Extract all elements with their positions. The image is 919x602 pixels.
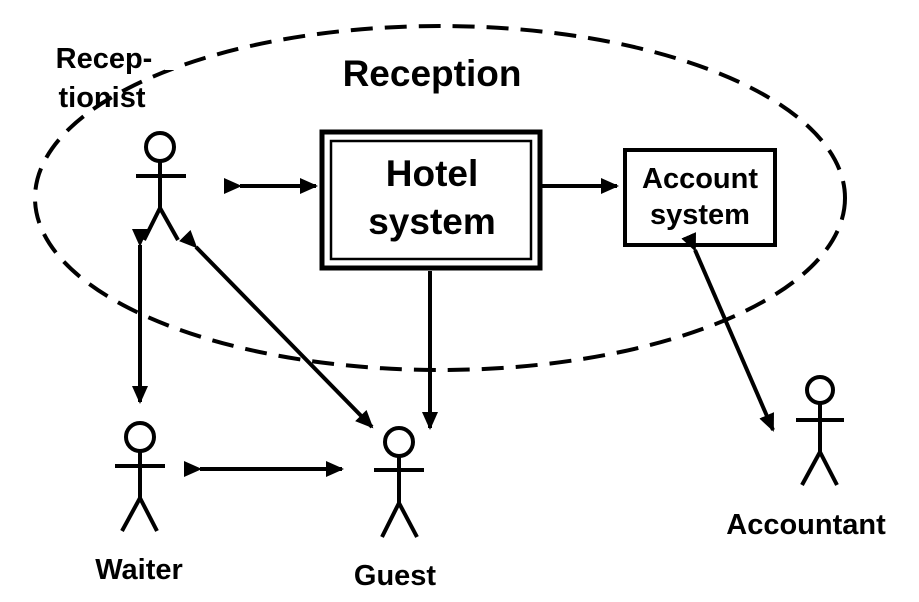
actor-guest [374,426,424,538]
guest-label: Guest [354,560,437,592]
arrow-account-accountant [681,232,775,432]
actor-accountant [796,375,844,486]
hotel-system-line1: Hotel [386,153,479,194]
reception-boundary [33,24,847,372]
hotel-system-line2: system [368,201,496,242]
guest-head [383,426,415,458]
actor-waiter [115,421,165,532]
accountant-head [805,375,835,405]
waiter-label: Waiter [95,554,183,586]
boundary-label: Reception [343,53,522,94]
receptionist-label-line2: tionist [59,82,146,114]
account-system-line1: Account [642,163,758,195]
receptionist-head [144,131,176,163]
account-system-line2: system [650,199,750,231]
account-system-box [623,148,777,247]
arrow-receptionist-guest [179,229,374,429]
receptionist-label-line1: Recep- [56,43,153,75]
accountant-label: Accountant [726,509,886,541]
hotel-system-box [319,129,543,271]
waiter-head [124,421,156,453]
boundary-gap [165,40,175,70]
actor-receptionist [136,131,186,241]
